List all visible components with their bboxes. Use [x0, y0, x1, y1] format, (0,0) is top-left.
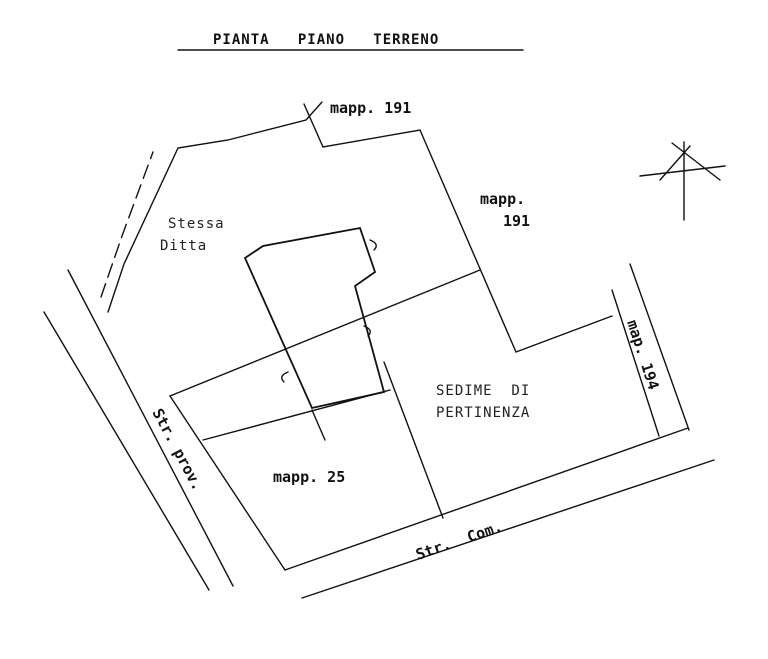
boundary-stessa-ditta — [107, 101, 323, 313]
map194-boundary-right — [629, 263, 690, 431]
building-mark-3 — [281, 371, 289, 383]
label-stessa: Stessa — [168, 216, 225, 232]
str-com-edge-inner — [284, 427, 689, 571]
dashed-boundary — [100, 151, 154, 298]
str-prov-edge-inner — [43, 311, 210, 591]
map194-boundary-left — [611, 289, 660, 437]
compass-cross-line — [639, 165, 726, 177]
label-mapp-191-right-2: 191 — [503, 212, 530, 230]
label-pertinenza: PERTINENZA — [436, 405, 530, 421]
label-mapp-191-right-1: mapp. — [480, 190, 525, 208]
compass-arm-left — [659, 145, 691, 181]
str-prov-edge-outer — [67, 269, 234, 587]
plan-title: PIANTA PIANO TERRENO — [213, 32, 439, 48]
compass-arm-right — [671, 142, 721, 181]
boundary-mapp-191 — [303, 103, 613, 353]
building-tick — [311, 409, 326, 441]
lot-line-west — [169, 395, 286, 571]
label-mapp-25: mapp. 25 — [273, 468, 345, 486]
label-str-com: Str. Com. — [413, 517, 504, 563]
building-footprint — [243, 226, 386, 410]
building-mark-2 — [363, 325, 371, 337]
label-sedime: SEDIME DI — [436, 383, 530, 399]
lot-line-upper — [169, 269, 481, 397]
str-com-edge-outer — [301, 459, 715, 599]
lot-line-east — [383, 361, 444, 519]
label-mapp-191-top: mapp. 191 — [330, 99, 411, 117]
label-ditta: Ditta — [160, 238, 207, 254]
label-map-194: map. 194 — [623, 318, 662, 392]
building-mark-1 — [369, 239, 377, 251]
